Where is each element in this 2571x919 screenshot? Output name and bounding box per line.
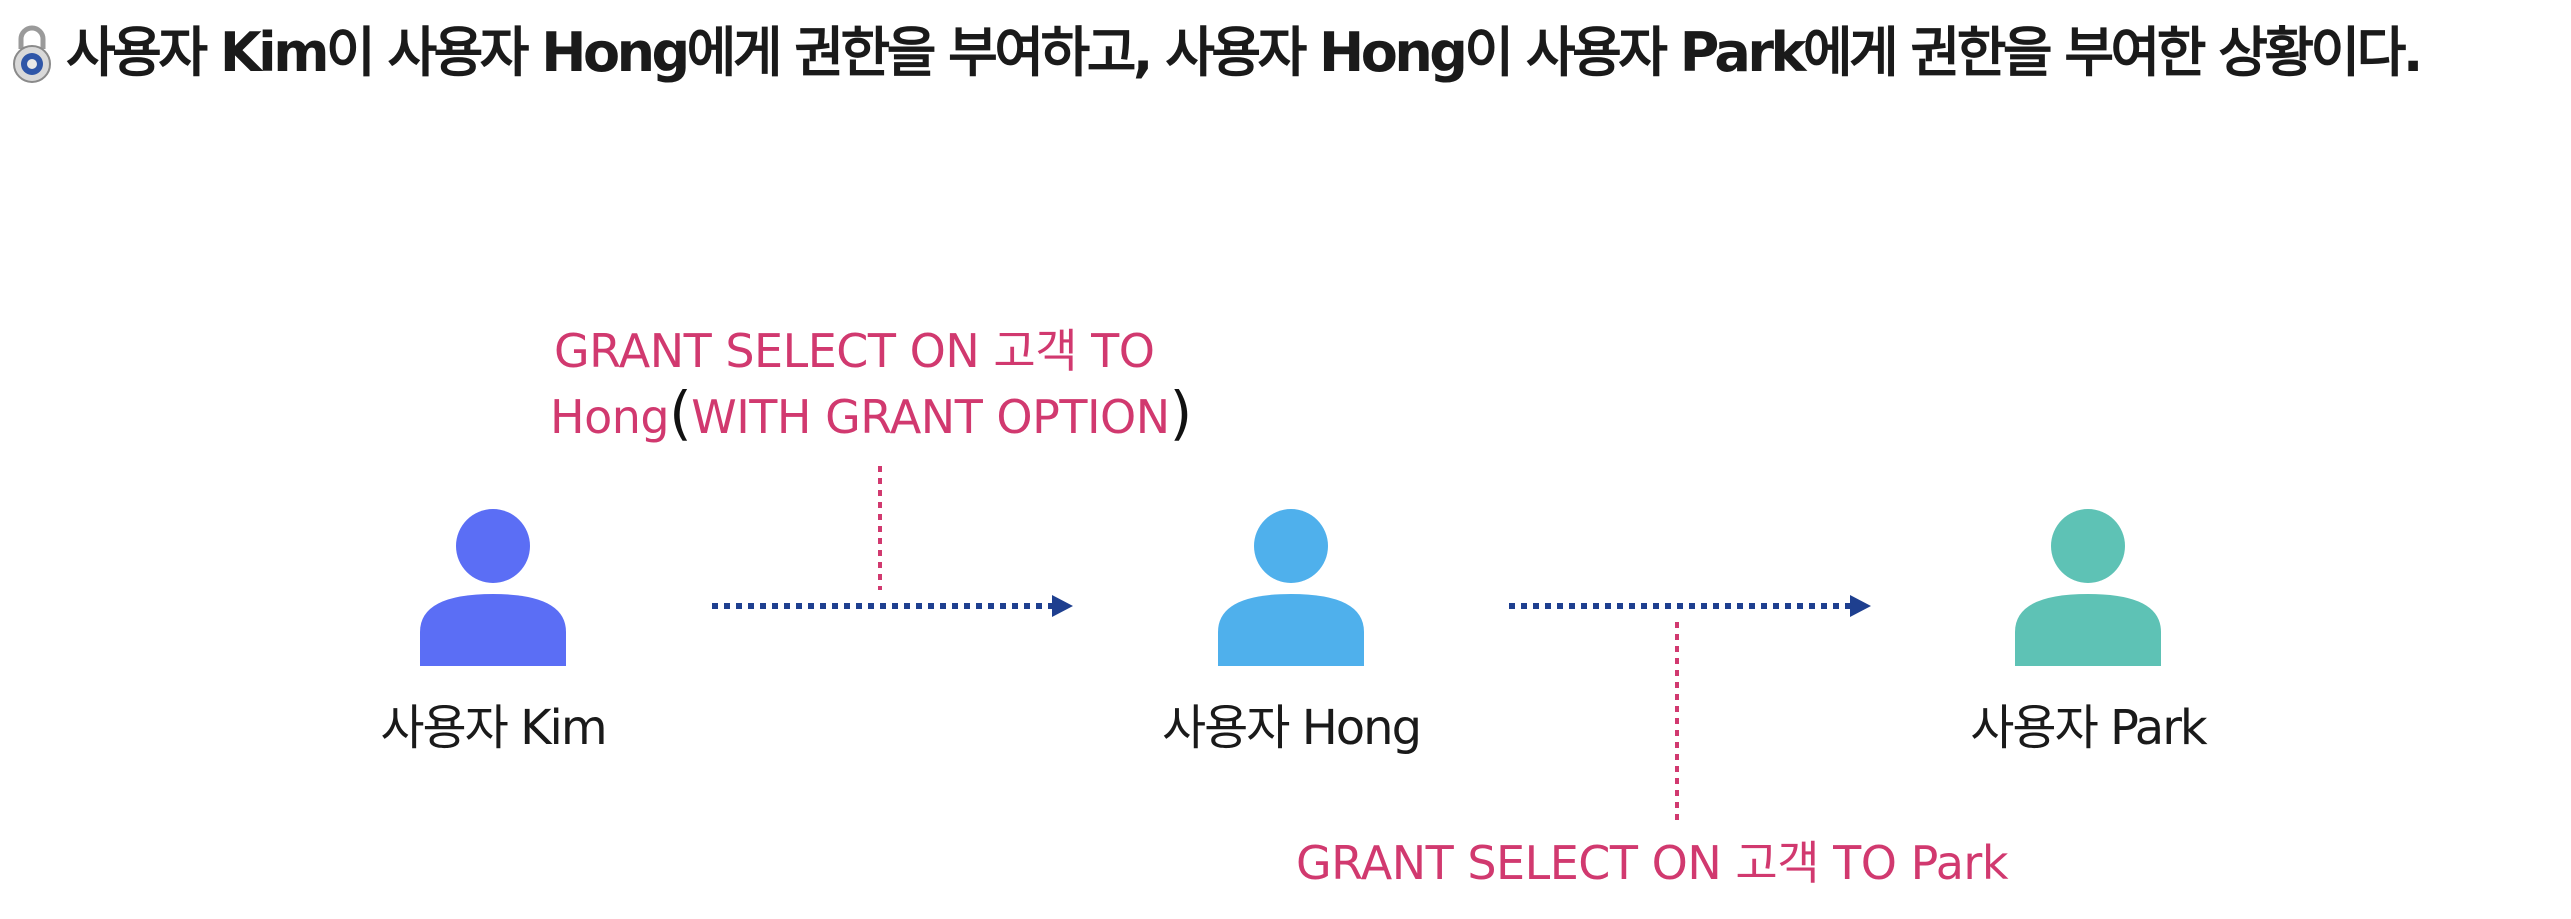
user-hong-label: 사용자 Hong [1161,700,1422,756]
grant-1-grantee: Hong [550,390,670,444]
user-kim-label: 사용자 Kim [380,700,607,756]
user-park-person-icon [2015,509,2161,666]
user-park-label: 사용자 Park [1970,700,2207,756]
grant-1-option: WITH GRANT OPTION [691,390,1170,444]
title-text: 사용자 Kim이 사용자 Hong에게 권한을 부여하고, 사용자 Hong이 … [66,21,2423,84]
user-hong-person-icon [1218,509,1364,666]
grant-1-paren-close: ) [1169,379,1193,447]
grant-statement-2: GRANT SELECT ON 고객 TO Park [1296,836,2008,890]
arrow-hong-to-park [1509,595,1871,617]
arrow-kim-to-hong [712,595,1073,617]
grant-statement-1-line2: Hong(WITH GRANT OPTION) [550,376,1192,451]
grant-1-paren-open: ( [669,379,692,447]
user-kim-person-icon [420,509,566,666]
lock-icon [13,25,51,83]
page-title: 사용자 Kim이 사용자 Hong에게 권한을 부여하고, 사용자 Hong이 … [10,8,2423,98]
grant-statement-1-line1: GRANT SELECT ON 고객 TO [554,324,1155,378]
